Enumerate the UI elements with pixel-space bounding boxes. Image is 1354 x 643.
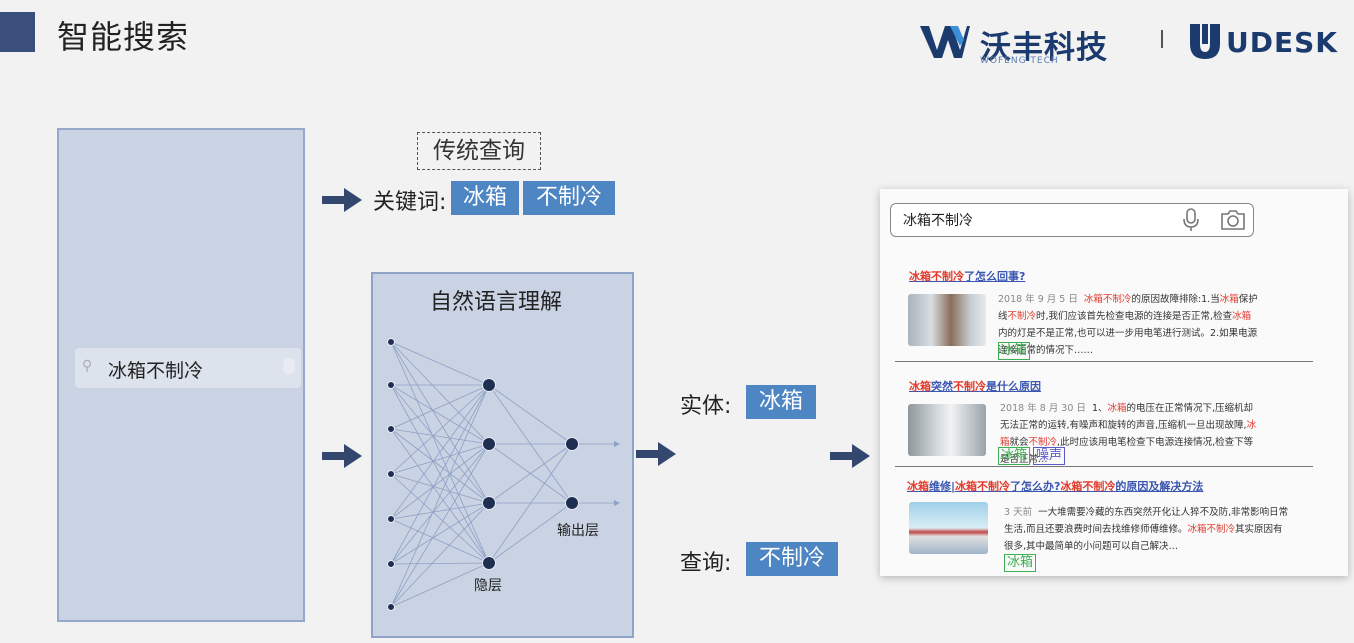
arrow-right-icon (636, 442, 676, 466)
nn-connection (390, 473, 490, 564)
result-title[interactable]: 冰箱不制冷了怎么回事? (909, 270, 1026, 283)
wofeng-logo-text: 沃丰科技 (980, 30, 1108, 66)
results-search-text: 冰箱不制冷 (903, 213, 973, 229)
entity-tag-purple: 噪声 (1033, 447, 1066, 465)
nlu-panel (371, 272, 634, 638)
nlu-title: 自然语言理解 (429, 290, 562, 315)
result-thumbnail (908, 404, 986, 456)
nn-input-node (387, 603, 395, 611)
title-accent-bar (0, 12, 35, 52)
nn-connection (390, 473, 490, 504)
nn-connection (390, 428, 490, 445)
nn-input-node (387, 515, 395, 523)
output-layer-label: 输出层 (557, 523, 599, 539)
result-divider (895, 361, 1313, 362)
nn-hidden-node (482, 556, 496, 570)
nn-connection (390, 384, 490, 608)
query-search-box[interactable] (75, 348, 301, 388)
nn-connection (390, 384, 490, 520)
nn-connection (390, 562, 490, 565)
traditional-query-label: 传统查询 (417, 132, 541, 170)
nn-input-node (387, 425, 395, 433)
nn-connection (390, 341, 490, 445)
result-snippet: 2018 年 8 月 30 日 1、冰箱的电压在正常情况下,压缩机却无法正常的运… (1000, 403, 1257, 465)
result-title[interactable]: 冰箱维修|冰箱不制冷了怎么办?冰箱不制冷的原因及解决方法 (907, 480, 1204, 493)
udesk-logo: UDESK (1188, 22, 1348, 62)
neural-network-diagram (387, 338, 620, 611)
entity-label: 实体: (680, 394, 732, 419)
keyword-tag: 冰箱 (451, 181, 519, 215)
search-icon: ⚲ (82, 358, 93, 374)
nn-hidden-node (482, 437, 496, 451)
microphone-icon[interactable] (1181, 207, 1201, 233)
nn-connection (390, 443, 490, 608)
nn-connection (390, 341, 490, 386)
nn-connection (390, 443, 490, 565)
nn-connection (488, 443, 573, 504)
nn-connection (390, 443, 490, 475)
query-text: 冰箱不制冷 (108, 360, 204, 382)
nn-input-node (387, 470, 395, 478)
query-label: 查询: (680, 551, 732, 576)
keyword-label: 关键词: (373, 190, 447, 215)
entity-tag-green: 冰箱 (1004, 554, 1037, 572)
nn-connection (390, 384, 490, 565)
results-search-input[interactable] (890, 203, 1254, 237)
udesk-logo-text: UDESK (1226, 26, 1338, 59)
nn-output-node (565, 496, 579, 510)
nn-connection (390, 502, 490, 520)
nn-hidden-node (482, 496, 496, 510)
keyword-tag: 不制冷 (523, 181, 615, 215)
result-snippet: 3 天前 一大堆需要冷藏的东西突然开化让人猝不及防,非常影响日常生活,而且还要浪… (1004, 507, 1289, 552)
arrow-right-icon (830, 444, 870, 468)
result-thumbnail (909, 502, 988, 554)
entity-tag-green: 冰箱 (998, 342, 1031, 360)
nn-input-node (387, 560, 395, 568)
wofeng-logo: 沃丰科技 WOFENG TECH (920, 22, 1130, 68)
udesk-mark-icon (1190, 24, 1220, 59)
result-thumbnail (908, 294, 986, 346)
nn-connection (390, 443, 490, 520)
query-tag: 不制冷 (746, 542, 838, 576)
camera-icon[interactable] (1219, 207, 1247, 233)
logo-divider (1161, 30, 1163, 48)
nn-connection (390, 502, 490, 608)
nn-output-arrow (614, 500, 620, 506)
nn-connection (390, 384, 490, 504)
nn-connection (488, 502, 573, 564)
nn-connection (390, 502, 490, 565)
mic-icon (283, 358, 295, 374)
nn-connection (390, 341, 490, 504)
hidden-layer-label: 隐层 (474, 578, 502, 594)
nn-input-node (387, 338, 395, 346)
result-divider (895, 466, 1313, 467)
nn-connection (390, 518, 490, 564)
nn-connection (488, 443, 573, 564)
nn-output-node (565, 437, 579, 451)
nn-connection (390, 384, 490, 430)
nn-hidden-node (482, 378, 496, 392)
nn-connection (488, 384, 573, 445)
entity-tag-green: 冰箱 (998, 447, 1031, 465)
nn-connection (390, 428, 490, 504)
page-title: 智能搜索 (57, 18, 190, 56)
wofeng-logo-subtext: WOFENG TECH (980, 56, 1059, 66)
nn-output-arrow (614, 441, 620, 447)
result-snippet: 2018 年 9 月 5 日 冰箱不制冷的原因故障排除:1.当冰箱保护线不制冷时… (998, 294, 1258, 356)
nn-connection (390, 384, 490, 475)
arrow-right-icon (322, 188, 362, 212)
entity-tag: 冰箱 (746, 385, 816, 419)
wofeng-mark-icon (920, 26, 970, 58)
nn-input-node (387, 381, 395, 389)
nn-connection (390, 384, 490, 445)
nn-connection (390, 562, 490, 608)
arrow-right-icon (322, 444, 362, 468)
result-title[interactable]: 冰箱突然不制冷是什么原因 (909, 380, 1041, 393)
